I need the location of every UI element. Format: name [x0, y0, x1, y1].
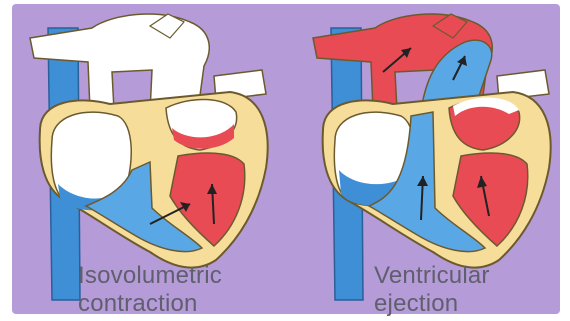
caption-isovolumetric: Isovolumetric contraction: [78, 262, 222, 318]
caption-ejection: Ventricular ejection: [374, 262, 490, 318]
caption-line-2: contraction: [78, 290, 222, 318]
caption-line-1: Isovolumetric: [78, 262, 222, 290]
caption-line-2: ejection: [374, 290, 490, 318]
caption-line-1: Ventricular: [374, 262, 490, 290]
